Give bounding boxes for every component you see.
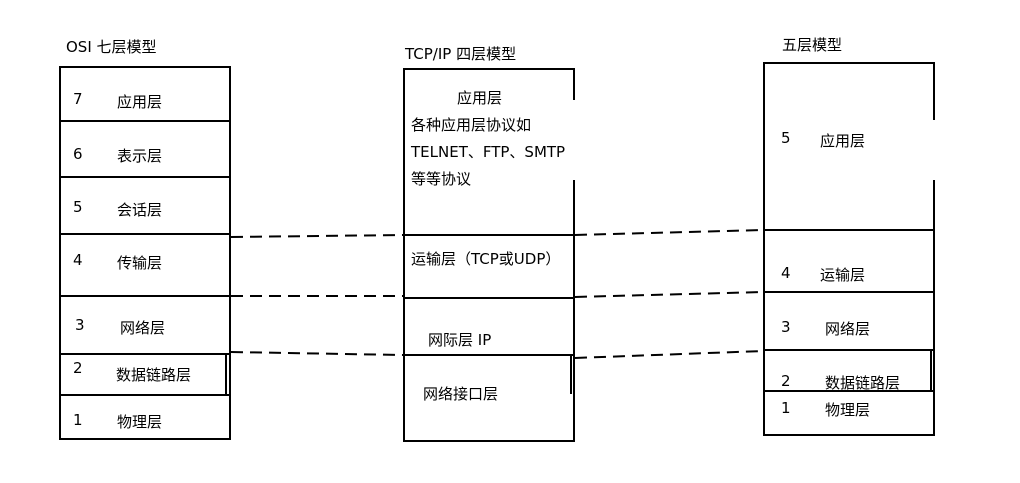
connector-line [574,291,764,298]
five-layer-name: 数据链路层 [825,374,901,392]
tcpip-model-box [403,68,575,442]
tcpip-app-desc-line: TELNET、FTP、SMTP [411,143,566,161]
tcpip-transport-label: 运输层（TCP或UDP） [411,250,561,268]
five-layer-num: 2 [781,372,791,390]
osi-layer-name: 网络层 [120,319,166,337]
osi-layer-name: 数据链路层 [116,366,192,384]
tcpip-title: TCP/IP 四层模型 [405,45,517,63]
osi-layer-name: 传输层 [117,254,163,272]
osi-divider [59,120,231,122]
osi-layer-num: 1 [73,411,83,429]
five-layer-num: 5 [781,129,791,147]
osi-layer-num: 5 [73,198,83,216]
osi-layer-num: 2 [73,359,83,377]
five-divider [763,349,935,351]
osi-model-box [59,66,231,440]
five-edge-gap [930,120,937,180]
osi-divider [59,233,231,235]
five-layer-model-box [763,62,935,436]
five-layer-num: 4 [781,264,791,282]
tcpip-app-desc-line: 各种应用层协议如 [411,116,532,134]
connector-line [574,229,764,236]
five-divider [763,229,935,231]
osi-side-mark [225,353,227,394]
five-layer-name: 应用层 [820,132,866,150]
osi-divider [59,295,231,297]
connector-line [574,350,764,359]
five-layer-num: 1 [781,399,791,417]
osi-divider [59,353,231,355]
osi-layer-name: 物理层 [117,413,163,431]
tcpip-side-mark [570,356,572,394]
osi-layer-name: 应用层 [117,93,163,111]
tcpip-app-desc-line: 等等协议 [411,170,472,188]
five-layer-name: 物理层 [825,401,871,419]
connector-line [230,351,404,356]
osi-divider [59,394,231,396]
osi-title: OSI 七层模型 [66,38,157,56]
tcpip-edge-gap [570,100,577,180]
five-layer-name: 网络层 [825,320,871,338]
five-layer-num: 3 [781,318,791,336]
osi-layer-name: 表示层 [117,147,163,165]
tcpip-app-title: 应用层 [457,89,503,107]
osi-layer-num: 4 [73,251,83,269]
tcpip-divider [403,234,575,236]
five-side-mark [930,351,932,390]
tcpip-link-label: 网络接口层 [423,385,499,403]
tcpip-divider [403,297,575,299]
connector-line [230,234,404,238]
osi-layer-num: 3 [75,316,85,334]
osi-layer-num: 6 [73,145,83,163]
tcpip-internet-label: 网际层 IP [428,331,492,349]
five-divider [763,390,935,392]
five-layer-name: 运输层 [820,266,866,284]
osi-layer-name: 会话层 [117,201,163,219]
five-layer-title: 五层模型 [782,36,843,54]
five-divider [763,291,935,293]
osi-layer-num: 7 [73,90,83,108]
osi-divider [59,176,231,178]
tcpip-divider [403,354,575,356]
